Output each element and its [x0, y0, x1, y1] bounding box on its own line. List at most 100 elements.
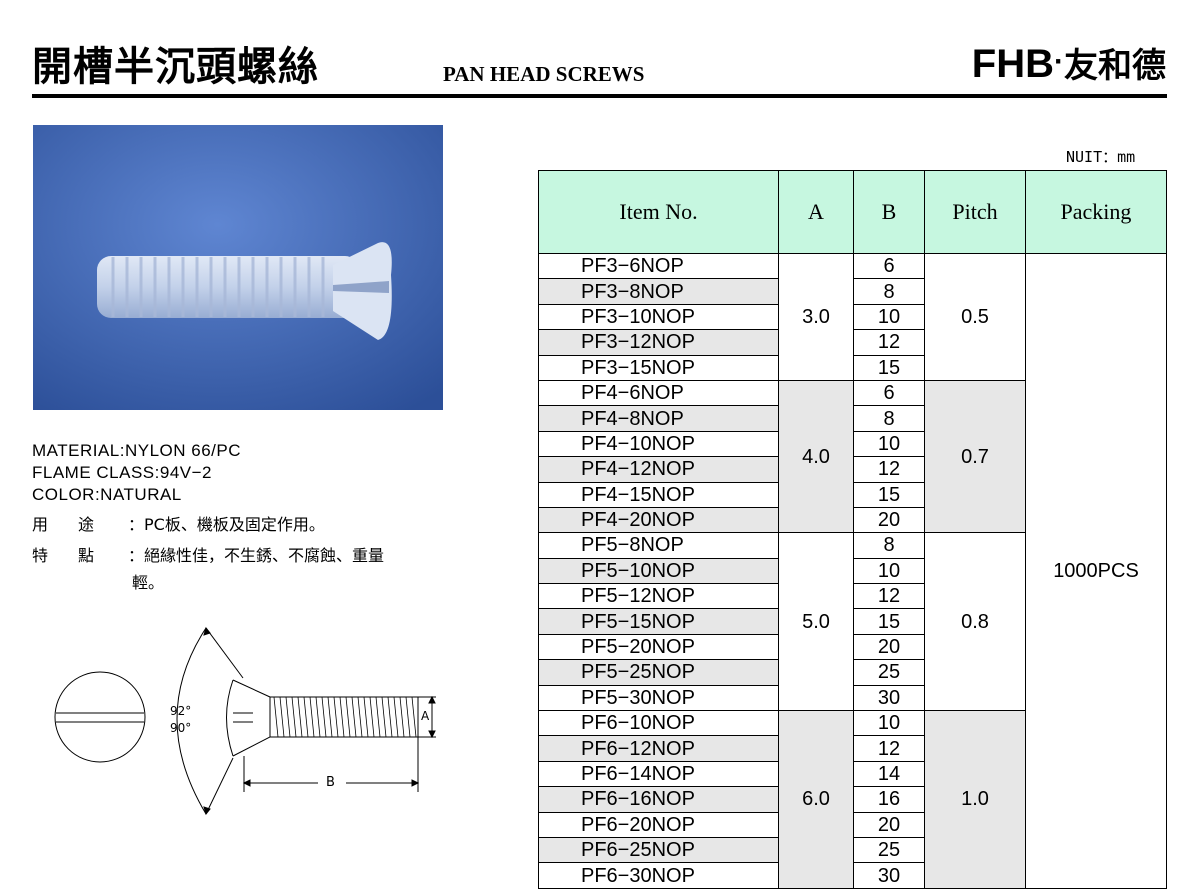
usage-label: 用途 [32, 515, 125, 534]
b-cell: 6 [853, 379, 925, 407]
b-cell: 25 [853, 659, 925, 686]
item-no-cell: PF6−25NOP [538, 836, 779, 864]
header-rule [32, 94, 1167, 98]
a-cell: 6.0 [778, 710, 854, 889]
table-row: PF6−25NOP 25 [538, 836, 1167, 864]
table-header-row: Item No. A B Pitch Packing [538, 170, 1167, 254]
packing-cell: 1000PCS [1025, 253, 1167, 889]
item-no-cell: PF5−12NOP [538, 583, 779, 610]
pitch-cell: 1.0 [924, 710, 1026, 889]
item-no-cell: PF5−15NOP [538, 608, 779, 635]
header-a: A [778, 170, 854, 254]
b-cell: 15 [853, 481, 925, 508]
item-no-cell: PF4−12NOP [538, 456, 779, 483]
b-cell: 10 [853, 303, 925, 331]
item-no-cell: PF5−30NOP [538, 684, 779, 712]
table-row: PF3−12NOP 12 [538, 329, 1167, 356]
a-cell: 4.0 [778, 379, 854, 534]
b-cell: 20 [853, 506, 925, 534]
spec-block: MATERIAL:NYLON 66/PC FLAME CLASS:94V−2 C… [32, 440, 241, 506]
b-cell: 30 [853, 684, 925, 712]
table-row: PF4−10NOP 10 [538, 430, 1167, 458]
unit-label: NUIT：mm [1066, 148, 1136, 166]
dim-a-label: A [421, 709, 430, 723]
feature-line: 特點：絕緣性佳，不生銹、不腐蝕、重量 [32, 545, 384, 567]
b-cell: 12 [853, 456, 925, 483]
table-row: PF6−30NOP 30 [538, 862, 1167, 889]
b-cell: 16 [853, 786, 925, 813]
angle-label-bottom: 90° [170, 721, 192, 735]
item-no-cell: PF5−8NOP [538, 532, 779, 559]
b-cell: 8 [853, 405, 925, 432]
item-no-cell: PF5−10NOP [538, 557, 779, 585]
dim-b-label: B [326, 775, 335, 790]
pitch-cell: 0.7 [924, 379, 1026, 534]
b-cell: 30 [853, 862, 925, 889]
item-no-cell: PF3−12NOP [538, 329, 779, 356]
header-b: B [853, 170, 925, 254]
brand-dot: · [1054, 45, 1064, 78]
b-cell: 15 [853, 608, 925, 635]
usage-line: 用途：PC板、機板及固定作用。 [32, 514, 325, 536]
header-pitch: Pitch [924, 170, 1026, 254]
material-text: MATERIAL:NYLON 66/PC [32, 441, 242, 460]
b-cell: 12 [853, 583, 925, 610]
item-no-cell: PF6−12NOP [538, 735, 779, 762]
item-no-cell: PF6−30NOP [538, 862, 779, 889]
brand-logo: FHB·友和德 [972, 38, 1166, 87]
item-no-cell: PF3−8NOP [538, 278, 779, 305]
feature-label: 特點 [32, 546, 125, 565]
screw-diagram: 92° 90° A B [48, 620, 448, 820]
feature-value: ：絕緣性佳，不生銹、不腐蝕、重量 [128, 546, 385, 565]
brand-latin: FHB [971, 42, 1054, 86]
a-cell: 3.0 [778, 253, 854, 381]
item-no-cell: PF4−6NOP [538, 379, 779, 407]
item-no-cell: PF3−15NOP [538, 354, 779, 381]
feature-line-2: 輕。 [132, 573, 165, 592]
table-row: PF6−12NOP 12 [538, 735, 1167, 762]
flame-class-text: FLAME CLASS:94V−2 [32, 463, 213, 482]
head-end-view [54, 671, 146, 763]
pitch-cell: 0.5 [924, 253, 1026, 381]
b-cell: 10 [853, 430, 925, 458]
item-no-cell: PF6−20NOP [538, 811, 779, 838]
item-no-cell: PF4−10NOP [538, 430, 779, 458]
b-cell: 12 [853, 329, 925, 356]
item-no-cell: PF6−16NOP [538, 786, 779, 813]
table-row: PF5−12NOP 12 [538, 583, 1167, 610]
b-cell: 10 [853, 710, 925, 737]
item-no-cell: PF6−14NOP [538, 760, 779, 788]
a-cell: 5.0 [778, 532, 854, 712]
color-text: COLOR:NATURAL [32, 485, 182, 504]
b-cell: 12 [853, 735, 925, 762]
header-packing: Packing [1025, 170, 1167, 254]
usage-value: ：PC板、機板及固定作用。 [128, 515, 325, 534]
b-cell: 8 [853, 532, 925, 559]
item-no-cell: PF5−20NOP [538, 633, 779, 661]
b-cell: 25 [853, 836, 925, 864]
product-photo [33, 125, 443, 410]
table-row: PF5−15NOP 15 [538, 608, 1167, 635]
pitch-cell: 0.8 [924, 532, 1026, 712]
brand-cn: 友和德 [1064, 46, 1166, 86]
item-no-cell: PF3−10NOP [538, 303, 779, 331]
b-cell: 20 [853, 633, 925, 661]
angle-label-top: 92° [170, 704, 192, 718]
item-no-cell: PF4−20NOP [538, 506, 779, 534]
item-no-cell: PF5−25NOP [538, 659, 779, 686]
b-cell: 6 [853, 252, 925, 280]
b-cell: 14 [853, 760, 925, 788]
table-row: PF6−14NOP 14 [538, 760, 1167, 788]
item-no-cell: PF3−6NOP [538, 252, 779, 280]
b-cell: 20 [853, 811, 925, 838]
